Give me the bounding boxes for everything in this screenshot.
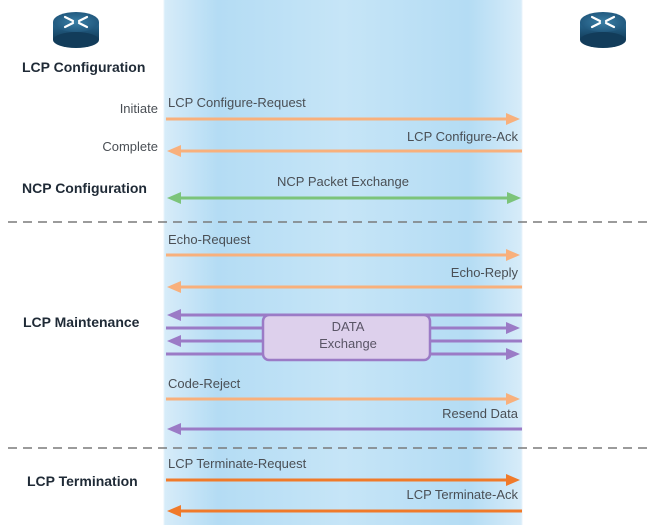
arrowhead bbox=[167, 309, 181, 321]
phase-lcp-termination: LCP Termination bbox=[27, 473, 138, 489]
arrowhead bbox=[506, 249, 520, 261]
arrowhead bbox=[507, 192, 521, 204]
phase-lcp-maintenance: LCP Maintenance bbox=[23, 314, 140, 330]
initiate-label: Initiate bbox=[120, 101, 158, 116]
resend-data-label: Resend Data bbox=[442, 406, 519, 421]
complete-label: Complete bbox=[102, 139, 158, 154]
link-band bbox=[164, 0, 522, 525]
arrowhead bbox=[167, 145, 181, 157]
router-icon bbox=[53, 12, 99, 48]
arrowhead bbox=[506, 348, 520, 360]
arrowhead bbox=[167, 505, 181, 517]
data-label: DATA bbox=[332, 319, 365, 334]
configure-request-label: LCP Configure-Request bbox=[168, 95, 306, 110]
code-reject-label: Code-Reject bbox=[168, 376, 241, 391]
phase-ncp-configuration: NCP Configuration bbox=[22, 180, 147, 196]
arrowhead bbox=[167, 335, 181, 347]
configure-ack-label: LCP Configure-Ack bbox=[407, 129, 519, 144]
arrowhead bbox=[506, 113, 520, 125]
router-icon bbox=[580, 12, 626, 48]
arrowhead bbox=[506, 474, 520, 486]
arrowhead bbox=[167, 423, 181, 435]
terminate-ack-label: LCP Terminate-Ack bbox=[406, 487, 518, 502]
arrowhead bbox=[506, 393, 520, 405]
echo-reply-label: Echo-Reply bbox=[451, 265, 519, 280]
data-exchange-box bbox=[261, 313, 432, 362]
arrowhead bbox=[167, 192, 181, 204]
phase-lcp-configuration: LCP Configuration bbox=[22, 59, 145, 75]
echo-request-label: Echo-Request bbox=[168, 232, 251, 247]
arrowhead bbox=[506, 322, 520, 334]
ncp-exchange-label: NCP Packet Exchange bbox=[277, 174, 409, 189]
exchange-label: Exchange bbox=[319, 336, 377, 351]
arrowhead bbox=[167, 281, 181, 293]
terminate-request-label: LCP Terminate-Request bbox=[168, 456, 307, 471]
